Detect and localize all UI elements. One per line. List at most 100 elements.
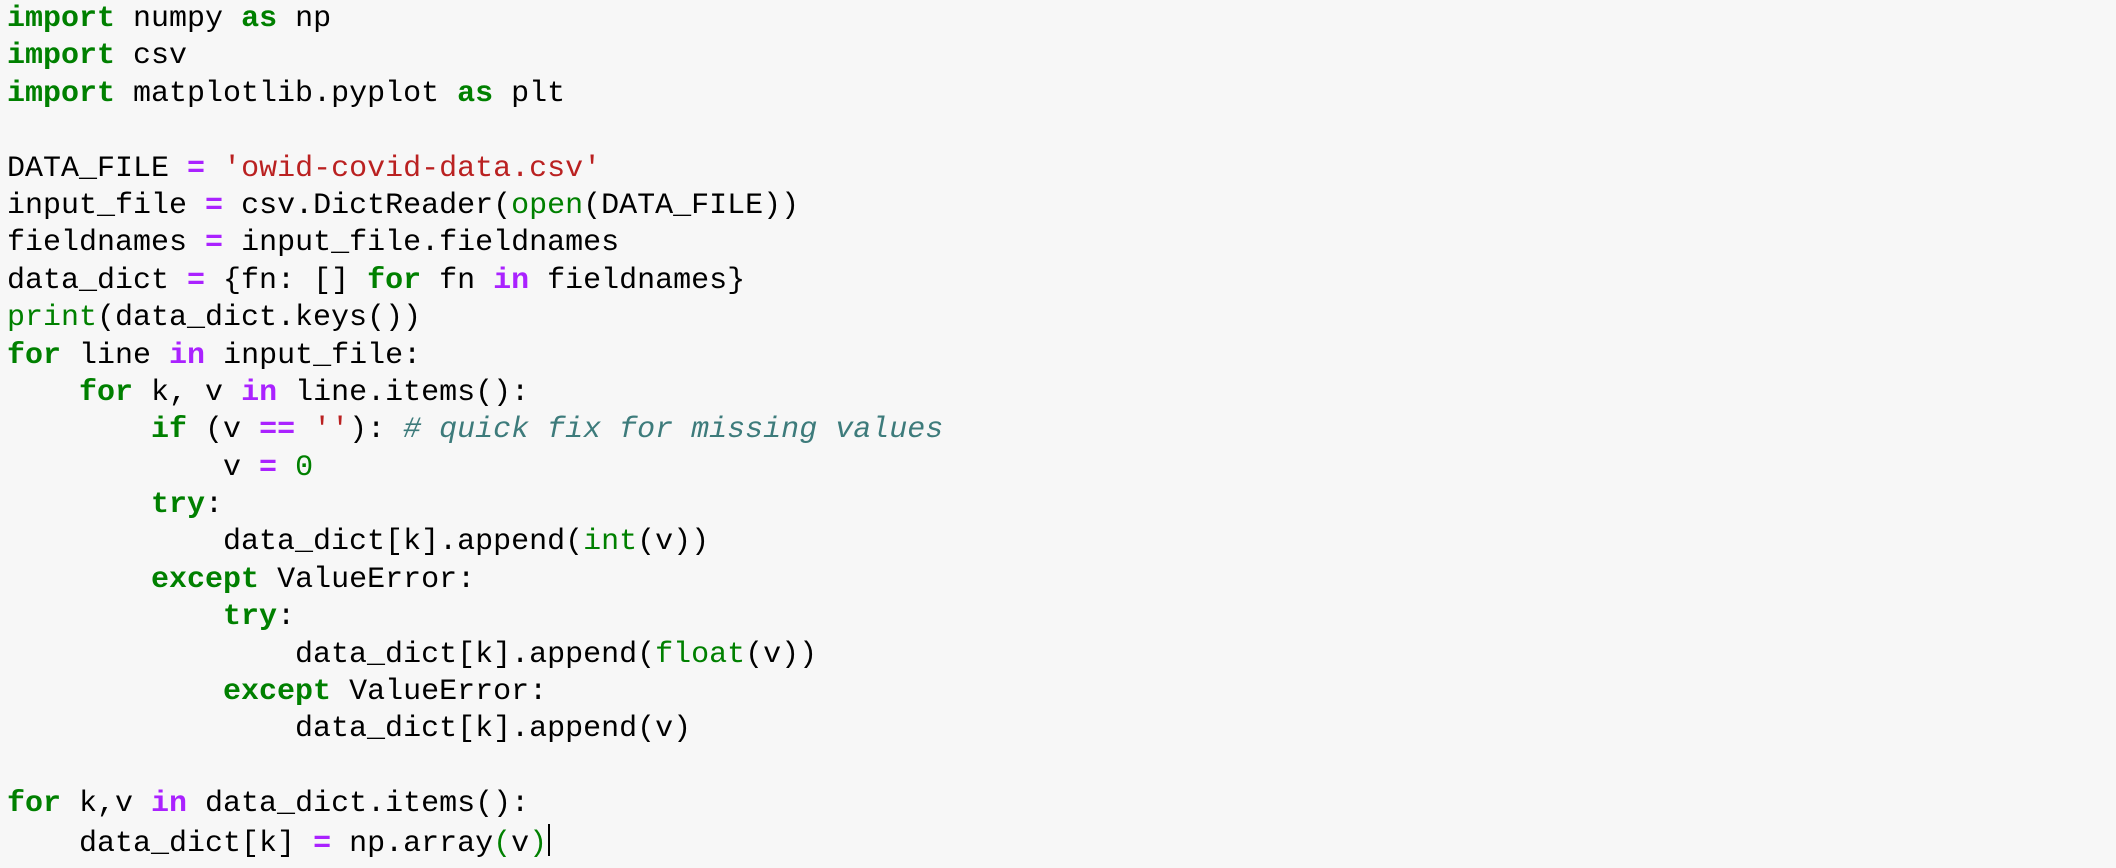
operator-token: in: [169, 338, 206, 373]
code-token: [295, 413, 313, 447]
code-line[interactable]: import matplotlib.pyplot as plt: [7, 76, 943, 113]
builtin-token: print: [7, 301, 98, 336]
keyword-token: try: [151, 488, 206, 523]
code-line[interactable]: if (v == ''): # quick fix for missing va…: [7, 412, 943, 449]
builtin-token: int: [583, 525, 638, 560]
keyword-token: import: [7, 76, 116, 111]
code-line[interactable]: except ValueError:: [7, 562, 943, 599]
keyword-token: as: [457, 76, 494, 111]
keyword-token: if: [151, 413, 188, 448]
code-token: ):: [349, 413, 404, 448]
code-line[interactable]: import numpy as np: [7, 1, 943, 38]
number-token: 0: [295, 450, 314, 485]
code-token: np.array: [331, 826, 494, 861]
matched-bracket-token: (: [493, 826, 512, 861]
keyword-token: import: [7, 2, 116, 36]
code-token: data_dict[k]: [7, 826, 314, 861]
code-token: (v: [187, 413, 260, 448]
keyword-token: except: [151, 562, 260, 597]
code-token: line.items():: [277, 375, 530, 410]
operator-token: =: [187, 151, 206, 186]
code-line[interactable]: except ValueError:: [7, 674, 943, 711]
code-token: input_file.fieldnames: [223, 226, 620, 261]
code-token: k, v: [133, 375, 242, 410]
code-token: fieldnames}: [529, 263, 746, 298]
code-token: [7, 563, 151, 597]
code-line[interactable]: for line in input_file:: [7, 338, 943, 375]
keyword-token: for: [7, 787, 62, 822]
code-token: input_file: [7, 188, 206, 223]
code-token: numpy: [115, 2, 242, 36]
code-line[interactable]: DATA_FILE = 'owid-covid-data.csv': [7, 151, 943, 188]
string-token: 'owid-covid-data.csv': [223, 151, 602, 186]
code-line[interactable]: print(data_dict.keys()): [7, 300, 943, 337]
code-token: input_file:: [205, 338, 422, 373]
string-token: '': [313, 413, 350, 448]
code-line[interactable]: for k,v in data_dict.items():: [7, 786, 943, 823]
keyword-token: for: [7, 338, 62, 373]
code-token: (v)): [637, 525, 710, 560]
keyword-token: try: [223, 600, 278, 635]
code-token: [7, 376, 79, 410]
code-token: data_dict[k].append(: [7, 525, 584, 560]
code-token: [277, 451, 295, 485]
code-token: k,v: [61, 787, 152, 822]
code-token: data_dict[k].append(: [7, 637, 656, 672]
code-token: [7, 600, 223, 634]
code-line[interactable]: import csv: [7, 38, 943, 75]
code-token: plt: [493, 76, 566, 111]
code-token: [205, 152, 223, 186]
code-token: fn: [421, 263, 494, 298]
builtin-token: open: [511, 188, 584, 223]
code-line[interactable]: fieldnames = input_file.fieldnames: [7, 225, 943, 262]
code-token: csv: [115, 39, 188, 74]
code-token: DATA_FILE: [7, 151, 188, 186]
operator-token: in: [493, 263, 530, 298]
code-token: fieldnames: [7, 226, 206, 261]
code-line[interactable]: ​: [7, 113, 943, 150]
operator-token: =: [205, 226, 224, 261]
keyword-token: for: [79, 375, 134, 410]
code-line[interactable]: try:: [7, 487, 943, 524]
operator-token: =: [187, 263, 206, 298]
code-token: (DATA_FILE)): [583, 188, 800, 223]
code-token: [7, 488, 151, 522]
code-token: data_dict.items():: [187, 787, 530, 822]
code-token: line: [61, 338, 170, 373]
code-line[interactable]: data_dict[k] = np.array(v): [7, 823, 943, 861]
code-token: [7, 413, 151, 447]
keyword-token: for: [367, 263, 422, 298]
keyword-token: import: [7, 39, 116, 74]
text-cursor: [548, 823, 551, 856]
code-token: (data_dict.keys()): [97, 301, 422, 336]
code-line[interactable]: input_file = csv.DictReader(open(DATA_FI…: [7, 188, 943, 225]
code-line[interactable]: data_dict[k].append(float(v)): [7, 637, 943, 674]
code-line[interactable]: v = 0: [7, 450, 943, 487]
code-token: {fn: []: [205, 263, 368, 298]
operator-token: in: [151, 787, 188, 822]
keyword-token: as: [241, 2, 278, 36]
code-line[interactable]: data_dict[k].append(int(v)): [7, 524, 943, 561]
code-token: ValueError:: [259, 562, 476, 597]
code-line[interactable]: data_dict[k].append(v): [7, 711, 943, 748]
code-token: v: [511, 826, 530, 861]
operator-token: in: [241, 375, 278, 410]
code-line[interactable]: data_dict = {fn: [] for fn in fieldnames…: [7, 263, 943, 300]
code-token: :: [277, 600, 296, 635]
code-token: data_dict[k].append(v): [7, 712, 692, 747]
code-token: (v)): [745, 637, 818, 672]
code-token: matplotlib.pyplot: [115, 76, 458, 111]
code-token: ValueError:: [331, 675, 548, 710]
code-line[interactable]: ​: [7, 749, 943, 786]
operator-token: =: [259, 450, 278, 485]
comment-token: # quick fix for missing values: [403, 413, 944, 448]
keyword-token: except: [223, 675, 332, 710]
code-token: v: [7, 450, 260, 485]
code-line[interactable]: for k, v in line.items():: [7, 375, 943, 412]
code-token: data_dict: [7, 263, 188, 298]
operator-token: =: [313, 826, 332, 861]
code-line[interactable]: try:: [7, 599, 943, 636]
code-token: :: [205, 488, 224, 523]
